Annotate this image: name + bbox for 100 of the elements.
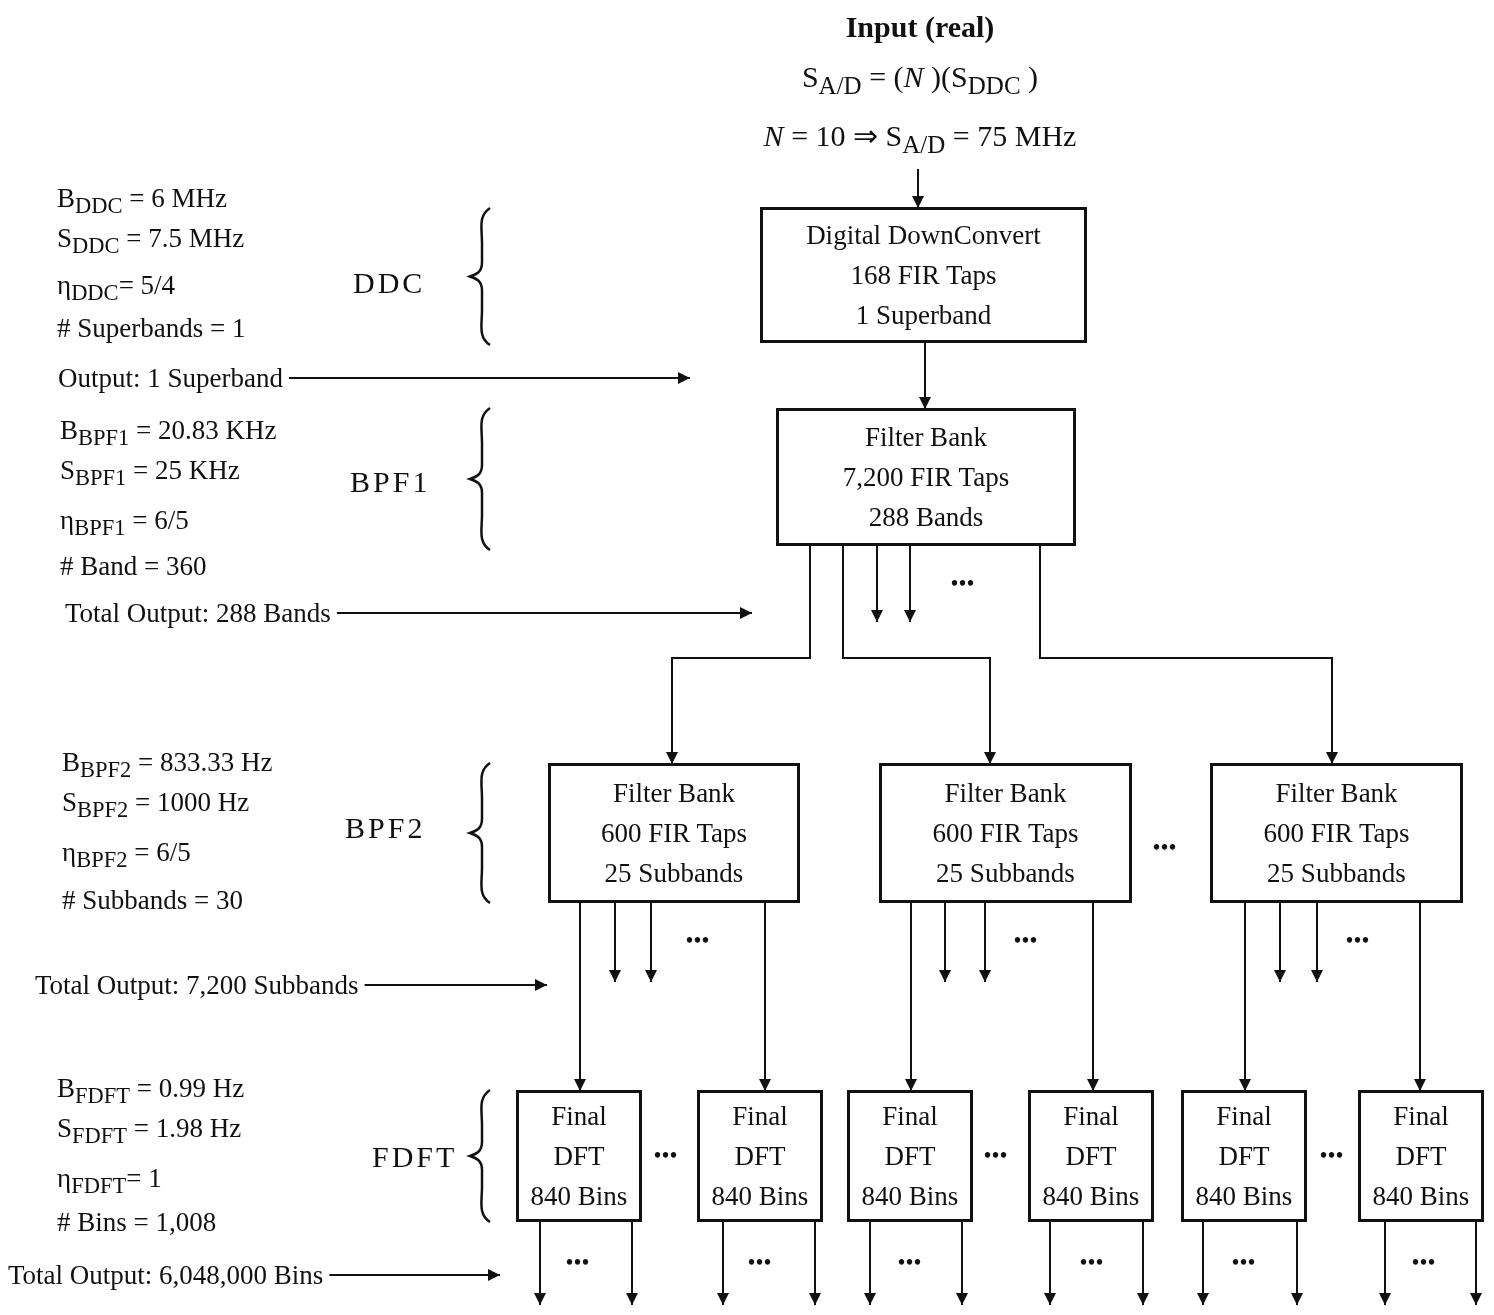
output-note: Output: 1 Superband <box>58 361 283 395</box>
ellipsis: ••• <box>1080 1250 1104 1275</box>
process-box <box>760 207 1087 343</box>
parameter-text: η$_{FDFT}$= 1 <box>57 1162 162 1201</box>
output-note: Total Output: 288 Bands <box>65 596 331 630</box>
process-box <box>1028 1090 1154 1222</box>
output-note: Total Output: 7,200 Subbands <box>35 968 359 1002</box>
ellipsis: ••• <box>748 1250 772 1275</box>
node-label: DFT <box>1218 1140 1270 1173</box>
arrow <box>759 901 771 1092</box>
node-label: Final <box>732 1100 788 1133</box>
arrow <box>288 372 691 384</box>
output-note: Total Output: 6,048,000 Bins <box>8 1258 324 1292</box>
node-label: 25 Subbands <box>604 857 744 890</box>
node-label: Filter Bank <box>612 777 736 810</box>
node-label: 7,200 FIR Taps <box>842 461 1010 494</box>
node-label: Filter Bank <box>864 421 988 454</box>
node-label: 600 FIR Taps <box>600 817 748 850</box>
node-label: Final <box>882 1100 938 1133</box>
node-label: Filter Bank <box>1275 777 1398 810</box>
process-box <box>516 1090 642 1222</box>
ellipsis: ••• <box>1153 835 1177 860</box>
node-label: 840 Bins <box>530 1180 628 1213</box>
arrow <box>335 607 753 619</box>
node-label: 600 FIR Taps <box>1263 817 1410 850</box>
ellipsis: ••• <box>1232 1250 1256 1275</box>
node-label: 840 Bins <box>711 1180 809 1213</box>
process-box <box>1358 1090 1484 1222</box>
node-label: Filter Bank <box>944 777 1067 810</box>
arrow <box>904 544 916 623</box>
arrow <box>1087 901 1099 1092</box>
ellipsis: ••• <box>1320 1143 1344 1168</box>
node-label: Final <box>1063 1100 1119 1133</box>
parameter-text: B$_{DDC}$ = 6 MHz <box>57 182 227 221</box>
node-label: DFT <box>884 1140 936 1173</box>
arrow <box>939 901 951 983</box>
parameter-text: # Subbands = 30 <box>62 884 243 917</box>
parameter-text: B$_{FDFT}$ = 0.99 Hz <box>57 1072 245 1111</box>
arrow <box>1291 1220 1303 1306</box>
arrow <box>609 901 621 983</box>
process-box <box>697 1090 823 1222</box>
stage-name: BPF1 <box>350 465 431 499</box>
parameter-text: # Bins = 1,008 <box>57 1206 217 1239</box>
parameter-text: η$_{BPF2}$ = 6/5 <box>62 836 191 875</box>
formula: N = 10 ⇒ S$_{A/D}$ = 75 MHz <box>763 118 1077 160</box>
ellipsis: ••• <box>898 1250 922 1275</box>
arrow <box>905 901 917 1092</box>
node-label: DFT <box>1065 1140 1117 1173</box>
arrow <box>1239 901 1251 1092</box>
parameter-text: S$_{BPF1}$ = 25 KHz <box>60 454 240 493</box>
process-box <box>548 763 800 903</box>
parameter-text: B$_{BPF1}$ = 20.83 KHz <box>60 414 277 453</box>
node-label: Final <box>1393 1100 1449 1133</box>
node-label: 840 Bins <box>1195 1180 1293 1213</box>
stage-name: FDFT <box>372 1140 458 1174</box>
input-heading: Input (real) <box>845 9 995 45</box>
formula: S$_{A/D}$ = (N )(S$_{DDC}$ ) <box>801 59 1039 101</box>
node-label: 168 FIR Taps <box>850 259 997 292</box>
arrow <box>871 544 883 623</box>
arrow <box>1470 1220 1482 1306</box>
arrow <box>1311 901 1323 983</box>
arrow <box>919 341 931 410</box>
arrow <box>1379 1220 1391 1306</box>
parameter-text: η$_{BPF1}$ = 6/5 <box>60 504 189 543</box>
parameter-text: B$_{BPF2}$ = 833.33 Hz <box>62 746 273 785</box>
arrow <box>1039 544 1338 765</box>
arrow <box>328 1269 501 1281</box>
arrow <box>666 544 811 765</box>
node-label: 600 FIR Taps <box>932 817 1079 850</box>
node-label: Final <box>551 1100 607 1133</box>
stage-name: BPF2 <box>345 811 426 845</box>
parameter-text: η$_{DDC}$= 5/4 <box>57 269 176 308</box>
arrow <box>1274 901 1286 983</box>
arrow <box>645 901 657 983</box>
arrow <box>534 1220 546 1306</box>
parameter-text: S$_{BPF2}$ = 1000 Hz <box>62 786 250 825</box>
arrow <box>809 1220 821 1306</box>
node-label: Final <box>1216 1100 1272 1133</box>
ellipsis: ••• <box>566 1250 590 1275</box>
ellipsis: ••• <box>1412 1250 1436 1275</box>
arrow <box>912 168 924 209</box>
parameter-text: # Superbands = 1 <box>57 312 246 345</box>
arrow <box>1044 1220 1056 1306</box>
node-label: 25 Subbands <box>936 857 1075 890</box>
node-label: 840 Bins <box>1372 1180 1470 1213</box>
node-label: 25 Subbands <box>1267 857 1406 890</box>
ellipsis: ••• <box>654 1143 678 1168</box>
node-label: Digital DownConvert <box>806 219 1041 252</box>
process-box <box>776 408 1076 546</box>
parameter-text: S$_{DDC}$ = 7.5 MHz <box>57 222 245 261</box>
ellipsis: ••• <box>984 1143 1008 1168</box>
arrow <box>979 901 991 983</box>
node-label: DFT <box>1395 1140 1447 1173</box>
ellipsis: ••• <box>1014 928 1038 953</box>
arrow <box>363 979 548 991</box>
arrow <box>864 1220 876 1306</box>
parameter-text: S$_{FDFT}$ = 1.98 Hz <box>57 1112 242 1151</box>
node-label: 1 Superband <box>855 299 992 332</box>
parameter-text: # Band = 360 <box>60 550 207 583</box>
node-label: 840 Bins <box>1042 1180 1140 1213</box>
